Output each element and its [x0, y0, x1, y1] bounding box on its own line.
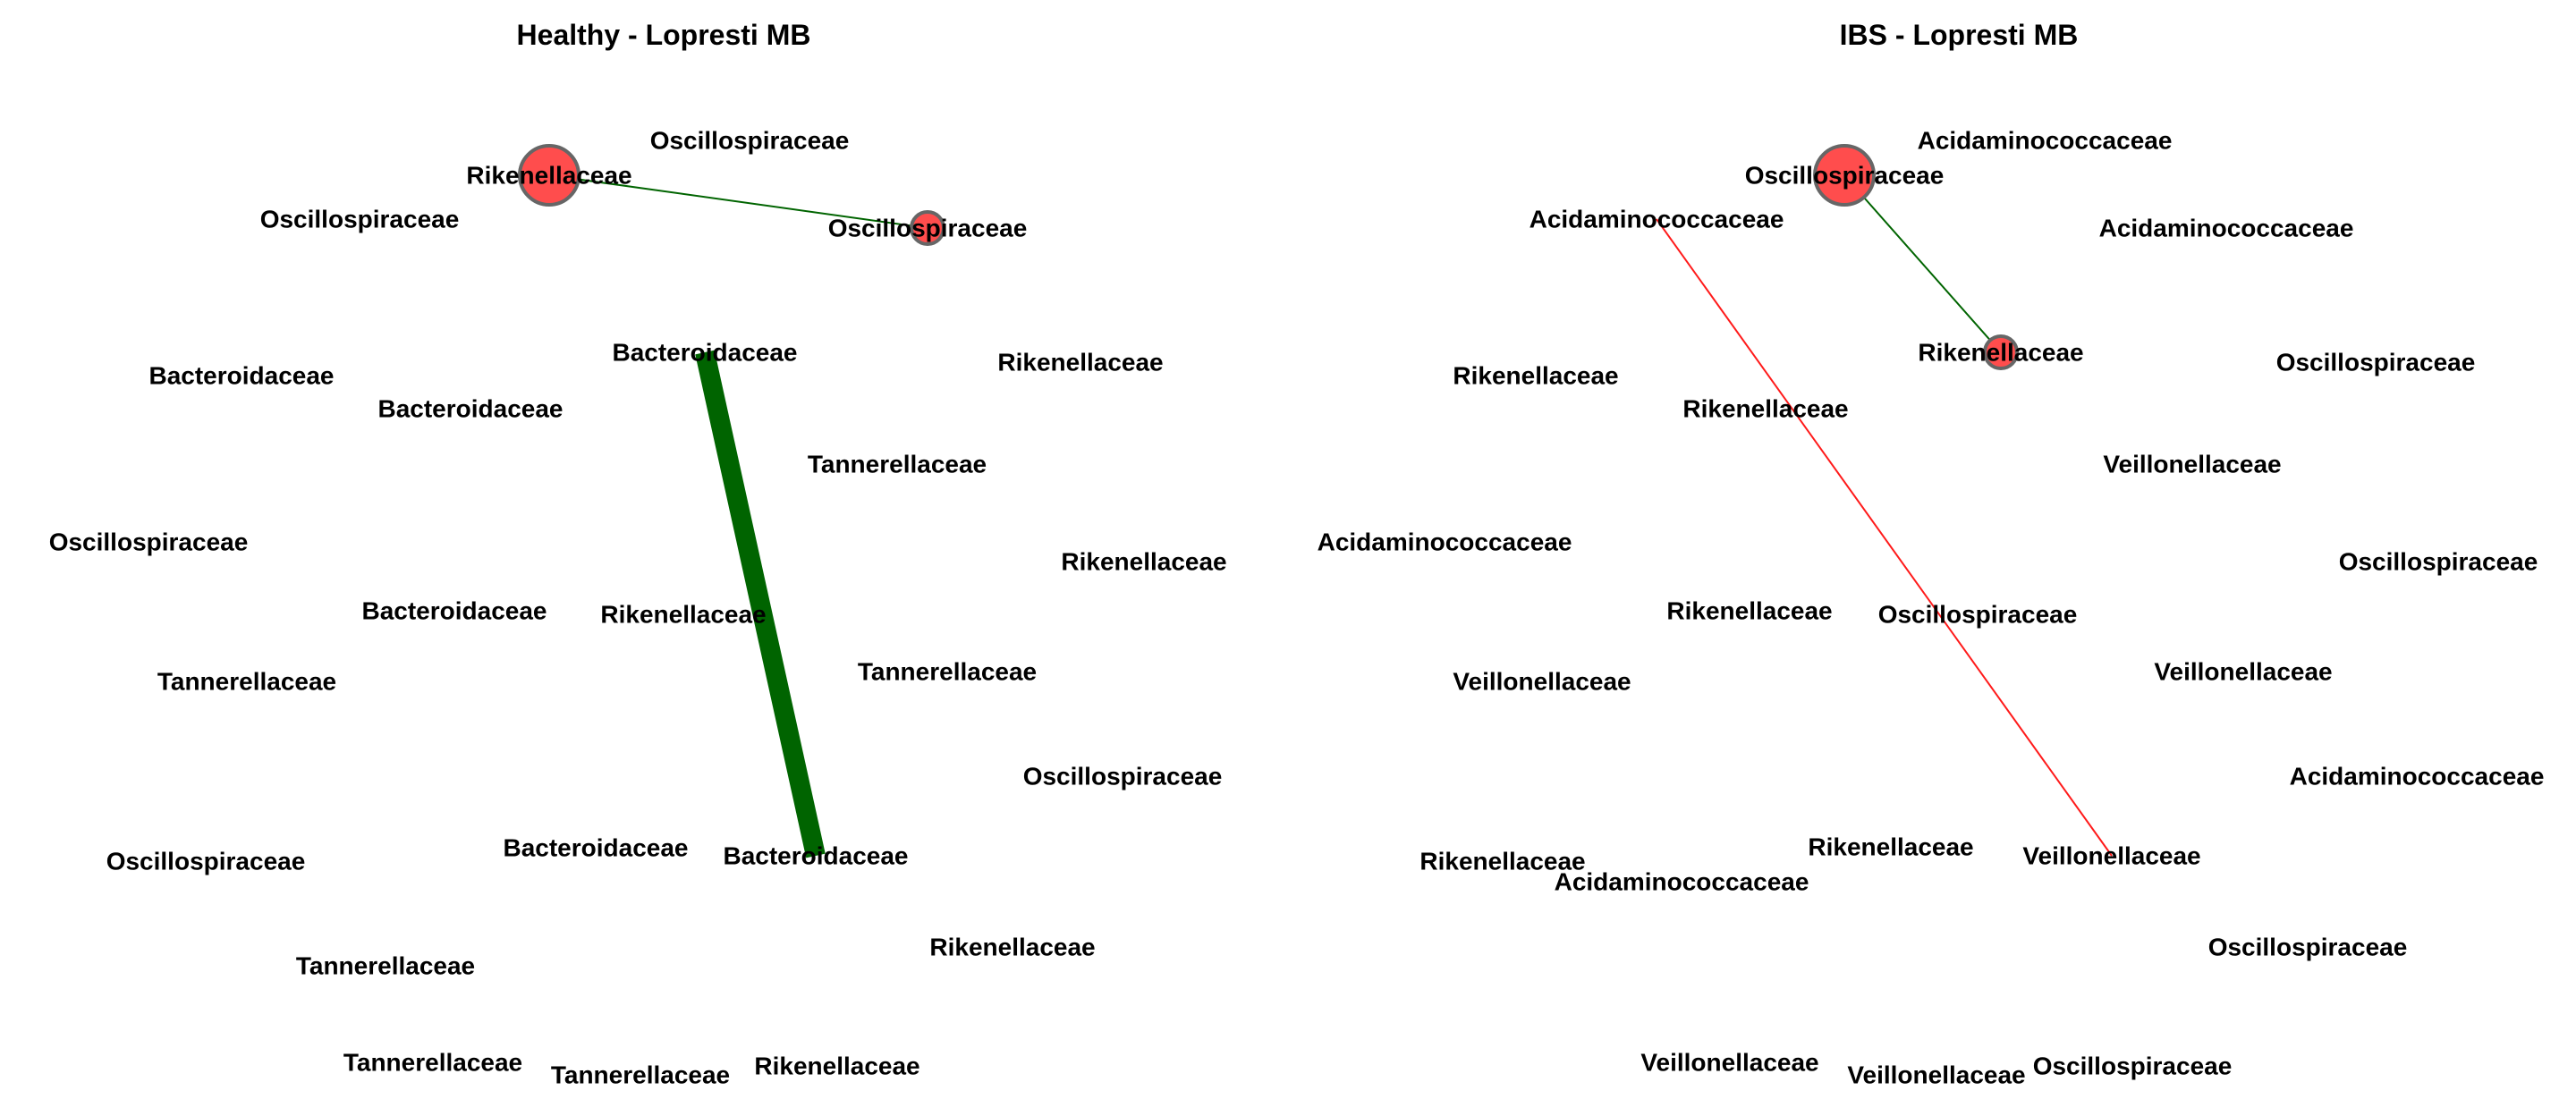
node-label: Oscillospiraceae: [1023, 763, 1223, 790]
node-label: Rikenellaceae: [600, 601, 766, 629]
node-label: Acidaminococcaceae: [1318, 528, 1572, 556]
panel-title-healthy: Healthy - Lopresti MB: [517, 19, 811, 51]
node-label: Oscillospiraceae: [2208, 934, 2408, 961]
node-label: Rikenellaceae: [1419, 848, 1585, 875]
node-label: Oscillospiraceae: [650, 127, 850, 155]
node-label: Oscillospiraceae: [49, 528, 249, 556]
node-label: Veillonellaceae: [2103, 451, 2281, 478]
healthy-network-panel: Healthy - Lopresti MB RikenellaceaeOscil…: [49, 19, 1227, 1089]
node-layer: RikenellaceaeOscillospiraceaeOscillospir…: [49, 127, 1227, 1089]
edge-layer: [1656, 174, 2113, 857]
node-label: Tannerellaceae: [551, 1061, 730, 1089]
node-label: Bacteroidaceae: [503, 834, 688, 862]
node-label: Bacteroidaceae: [148, 362, 334, 390]
node-label: Veillonellaceae: [1847, 1061, 2025, 1089]
node-label: Oscillospiraceae: [2276, 349, 2476, 376]
node-layer: OscillospiraceaeRikenellaceaeAcidaminoco…: [1318, 127, 2545, 1089]
node-label: Rikenellaceae: [929, 934, 1095, 961]
node-label: Rikenellaceae: [754, 1053, 919, 1080]
ibs-network-panel: IBS - Lopresti MB OscillospiraceaeRikene…: [1318, 19, 2545, 1089]
node-label: Rikenellaceae: [1682, 395, 1848, 423]
node-label: Tannerellaceae: [157, 668, 336, 696]
node-label: Tannerellaceae: [296, 952, 475, 980]
node-label: Veillonellaceae: [1640, 1049, 1818, 1077]
node-label: Rikenellaceae: [1453, 362, 1618, 390]
node-label: Rikenellaceae: [1061, 548, 1226, 576]
edge-positive: [695, 350, 826, 858]
node-label: Tannerellaceae: [808, 451, 987, 478]
edge-layer: [548, 174, 928, 858]
node-label: Acidaminococcaceae: [1918, 127, 2173, 155]
node-label: Rikenellaceae: [466, 162, 631, 190]
node-label: Veillonellaceae: [1453, 668, 1631, 696]
node-label: Rikenellaceae: [1918, 339, 2083, 367]
node-label: Oscillospiraceae: [2033, 1053, 2233, 1080]
node-label: Oscillospiraceae: [2339, 548, 2538, 576]
node-label: Oscillospiraceae: [260, 206, 460, 233]
node-label: Bacteroidaceae: [361, 597, 547, 625]
node-label: Bacteroidaceae: [612, 339, 797, 367]
node-label: Bacteroidaceae: [377, 395, 563, 423]
node-circle: [1983, 334, 2019, 370]
node-label: Rikenellaceae: [997, 349, 1163, 376]
node-label: Acidaminococcaceae: [1530, 206, 1784, 233]
node-label: Oscillospiraceae: [106, 848, 306, 875]
node-label: Acidaminococcaceae: [2290, 763, 2545, 790]
node-label: Acidaminococcaceae: [1555, 868, 1809, 896]
node-label: Oscillospiraceae: [1878, 601, 2078, 629]
node-label: Veillonellaceae: [2154, 658, 2332, 686]
edge-positive: [1843, 174, 2002, 353]
node-circle: [910, 210, 945, 246]
node-label: Tannerellaceae: [858, 658, 1037, 686]
edge-positive: [548, 174, 928, 229]
node-label: Bacteroidaceae: [723, 842, 908, 870]
node-label: Oscillospiraceae: [1745, 162, 1945, 190]
panel-title-ibs: IBS - Lopresti MB: [1840, 19, 2079, 51]
node-label: Acidaminococcaceae: [2099, 215, 2354, 242]
node-label: Oscillospiraceae: [828, 215, 1028, 242]
node-label: Rikenellaceae: [1808, 833, 1973, 861]
node-circle: [518, 144, 580, 207]
edge-negative: [1656, 218, 2113, 857]
node-label: Veillonellaceae: [2022, 842, 2200, 870]
node-circle: [1813, 144, 1876, 207]
node-label: Tannerellaceae: [343, 1049, 522, 1077]
node-label: Rikenellaceae: [1666, 597, 1832, 625]
